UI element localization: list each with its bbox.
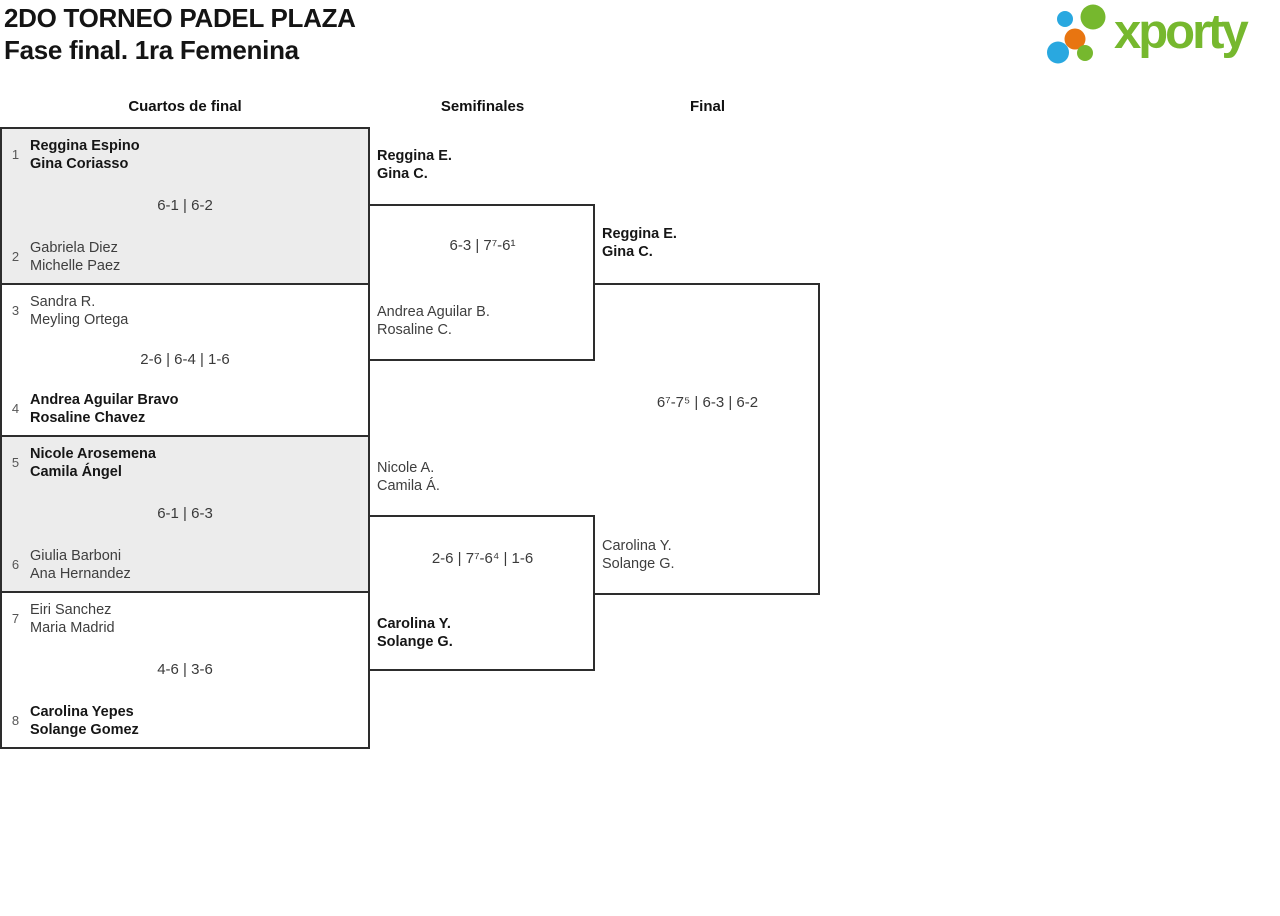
round-header-semifinals: Semifinales xyxy=(440,98,525,115)
team-name: Giulia Barboni Ana Hernandez xyxy=(30,548,131,582)
final-team-top: Reggina E. Gina C. xyxy=(602,226,677,260)
team-row: 2 Gabriela Diez Michelle Paez xyxy=(9,239,120,275)
quarterfinal-match-3: 5 Nicole Arosemena Camila Ángel 6-1 | 6-… xyxy=(0,435,370,593)
seed-number: 6 xyxy=(11,557,20,572)
quarterfinal-match-2: 3 Sandra R. Meyling Ortega 2-6 | 6-4 | 1… xyxy=(0,283,370,437)
xporty-logo[interactable]: xporty xyxy=(1044,0,1249,68)
round-header-quarterfinals: Cuartos de final xyxy=(128,98,242,115)
final-team-bottom: Carolina Y. Solange G. xyxy=(602,538,675,572)
semifinal-1-team-top: Reggina E. Gina C. xyxy=(377,148,452,182)
logo-dots-icon xyxy=(1047,4,1106,64)
logo-wordmark: xporty xyxy=(1114,5,1249,59)
match-score: 6-1 | 6-2 xyxy=(157,197,213,214)
team-name: Sandra R. Meyling Ortega xyxy=(30,294,129,328)
match-score: 2-6 | 6-4 | 1-6 xyxy=(140,351,230,368)
team-row: 5 Nicole Arosemena Camila Ángel xyxy=(9,445,156,481)
team-name: Eiri Sanchez Maria Madrid xyxy=(30,602,115,636)
seed-number: 5 xyxy=(11,455,20,470)
team-row: 3 Sandra R. Meyling Ortega xyxy=(9,293,128,329)
seed-number: 3 xyxy=(11,303,20,318)
team-name: Carolina Yepes Solange Gomez xyxy=(30,704,139,738)
team-row: 4 Andrea Aguilar Bravo Rosaline Chavez xyxy=(9,391,179,427)
semifinal-2-connector xyxy=(370,515,595,671)
semifinal-1-connector xyxy=(370,204,595,361)
quarterfinal-match-4: 7 Eiri Sanchez Maria Madrid 4-6 | 3-6 8 … xyxy=(0,591,370,749)
page-title-block: 2DO TORNEO PADEL PLAZA Fase final. 1ra F… xyxy=(4,2,356,66)
team-name: Gabriela Diez Michelle Paez xyxy=(30,240,121,274)
seed-number: 4 xyxy=(11,401,20,416)
semifinal-1-team-bottom: Andrea Aguilar B. Rosaline C. xyxy=(377,304,490,338)
quarterfinal-match-1: 1 Reggina Espino Gina Coriasso 6-1 | 6-2… xyxy=(0,127,370,285)
match-score: 6-1 | 6-3 xyxy=(157,505,213,522)
seed-number: 8 xyxy=(11,713,20,728)
semifinal-1-score: 6-3 | 7⁷-6¹ xyxy=(449,237,516,254)
team-name: Reggina Espino Gina Coriasso xyxy=(30,138,140,172)
seed-number: 2 xyxy=(11,249,20,264)
team-row: 6 Giulia Barboni Ana Hernandez xyxy=(9,547,131,583)
round-header-final: Final xyxy=(689,98,725,115)
team-name: Andrea Aguilar Bravo Rosaline Chavez xyxy=(30,392,179,426)
final-connector xyxy=(595,283,820,595)
team-row: 8 Carolina Yepes Solange Gomez xyxy=(9,703,139,739)
match-score: 4-6 | 3-6 xyxy=(157,661,213,678)
team-row: 7 Eiri Sanchez Maria Madrid xyxy=(9,601,115,637)
tournament-title: 2DO TORNEO PADEL PLAZA xyxy=(4,3,356,33)
tournament-subtitle: Fase final. 1ra Femenina xyxy=(4,35,299,65)
seed-number: 7 xyxy=(11,611,20,626)
semifinal-2-team-bottom: Carolina Y. Solange G. xyxy=(377,616,453,650)
semifinal-2-score: 2-6 | 7⁷-6⁴ | 1-6 xyxy=(431,550,534,567)
semifinal-2-team-top: Nicole A. Camila Á. xyxy=(377,460,440,494)
seed-number: 1 xyxy=(11,147,20,162)
team-name: Nicole Arosemena Camila Ángel xyxy=(30,446,156,480)
team-row: 1 Reggina Espino Gina Coriasso xyxy=(9,137,140,173)
final-score: 6⁷-7⁵ | 6-3 | 6-2 xyxy=(656,394,759,411)
